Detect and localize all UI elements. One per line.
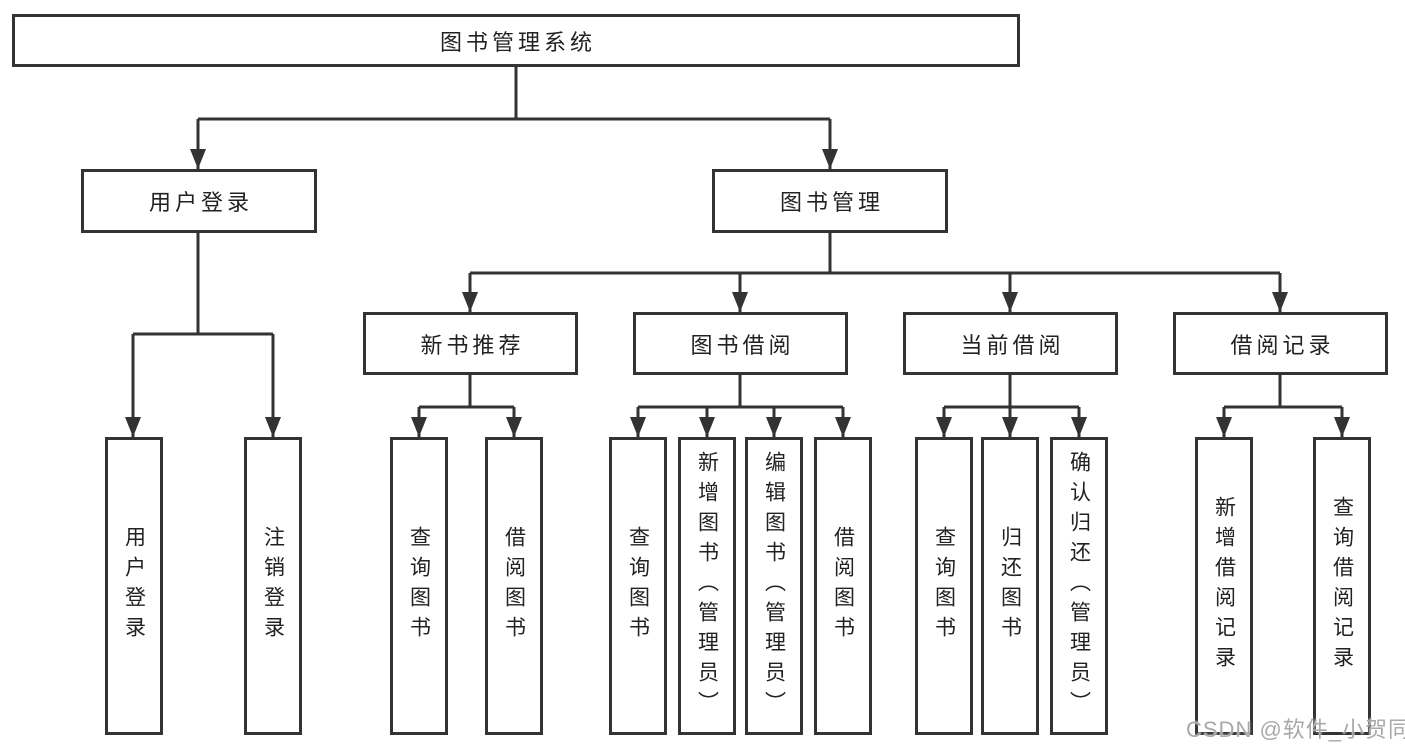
node-user-login: 用户登录 [81, 169, 317, 233]
arrowheads [125, 149, 1350, 437]
leaf-borrow-borrow-books: 借阅图书 [814, 437, 872, 735]
leaf-current-query-books: 查询图书 [915, 437, 973, 735]
leaf-current-return-books-label: 归还图书 [998, 526, 1022, 646]
leaf-records-query-record-label: 查询借阅记录 [1330, 496, 1354, 676]
leaf-newbook-query-books: 查询图书 [390, 437, 448, 735]
leaf-user-login: 用户登录 [105, 437, 163, 735]
leaf-newbook-query-books-label: 查询图书 [407, 526, 431, 646]
node-new-book-recommend: 新书推荐 [363, 312, 578, 375]
node-current-borrow-label: 当前借阅 [960, 332, 1065, 358]
leaf-borrow-add-books-label: 新增图书（管理员） [695, 451, 719, 721]
node-book-borrow-label: 图书借阅 [690, 332, 795, 358]
node-book-borrow: 图书借阅 [633, 312, 848, 375]
leaf-borrow-query-books: 查询图书 [609, 437, 667, 735]
leaf-logout-label: 注销登录 [261, 526, 285, 646]
leaf-current-confirm-return: 确认归还（管理员） [1050, 437, 1108, 735]
leaf-records-query-record: 查询借阅记录 [1313, 437, 1371, 735]
tree-edges [131, 67, 1344, 437]
csdn-watermark: CSDN @软件_小贺同学 [1186, 717, 1405, 742]
leaf-records-add-record-label: 新增借阅记录 [1212, 496, 1236, 676]
node-new-book-recommend-label: 新书推荐 [420, 332, 525, 358]
node-borrow-records: 借阅记录 [1173, 312, 1388, 375]
node-root-label: 图书管理系统 [439, 29, 596, 55]
leaf-current-return-books: 归还图书 [981, 437, 1039, 735]
leaf-newbook-borrow-books-label: 借阅图书 [502, 526, 526, 646]
node-book-management: 图书管理 [712, 169, 948, 233]
leaf-current-query-books-label: 查询图书 [932, 526, 956, 646]
leaf-newbook-borrow-books: 借阅图书 [485, 437, 543, 735]
leaf-records-add-record: 新增借阅记录 [1195, 437, 1253, 735]
leaf-borrow-borrow-books-label: 借阅图书 [831, 526, 855, 646]
leaf-user-login-label: 用户登录 [122, 526, 146, 646]
node-borrow-records-label: 借阅记录 [1230, 332, 1335, 358]
leaf-borrow-add-books: 新增图书（管理员） [678, 437, 736, 735]
node-current-borrow: 当前借阅 [903, 312, 1118, 375]
leaf-borrow-edit-books-label: 编辑图书（管理员） [762, 451, 786, 721]
leaf-logout: 注销登录 [244, 437, 302, 735]
leaf-current-confirm-return-label: 确认归还（管理员） [1067, 451, 1091, 721]
node-book-management-label: 图书管理 [779, 190, 884, 215]
node-root: 图书管理系统 [12, 14, 1020, 67]
leaf-borrow-query-books-label: 查询图书 [626, 526, 650, 646]
node-user-login-label: 用户登录 [148, 190, 253, 215]
leaf-borrow-edit-books: 编辑图书（管理员） [745, 437, 803, 735]
